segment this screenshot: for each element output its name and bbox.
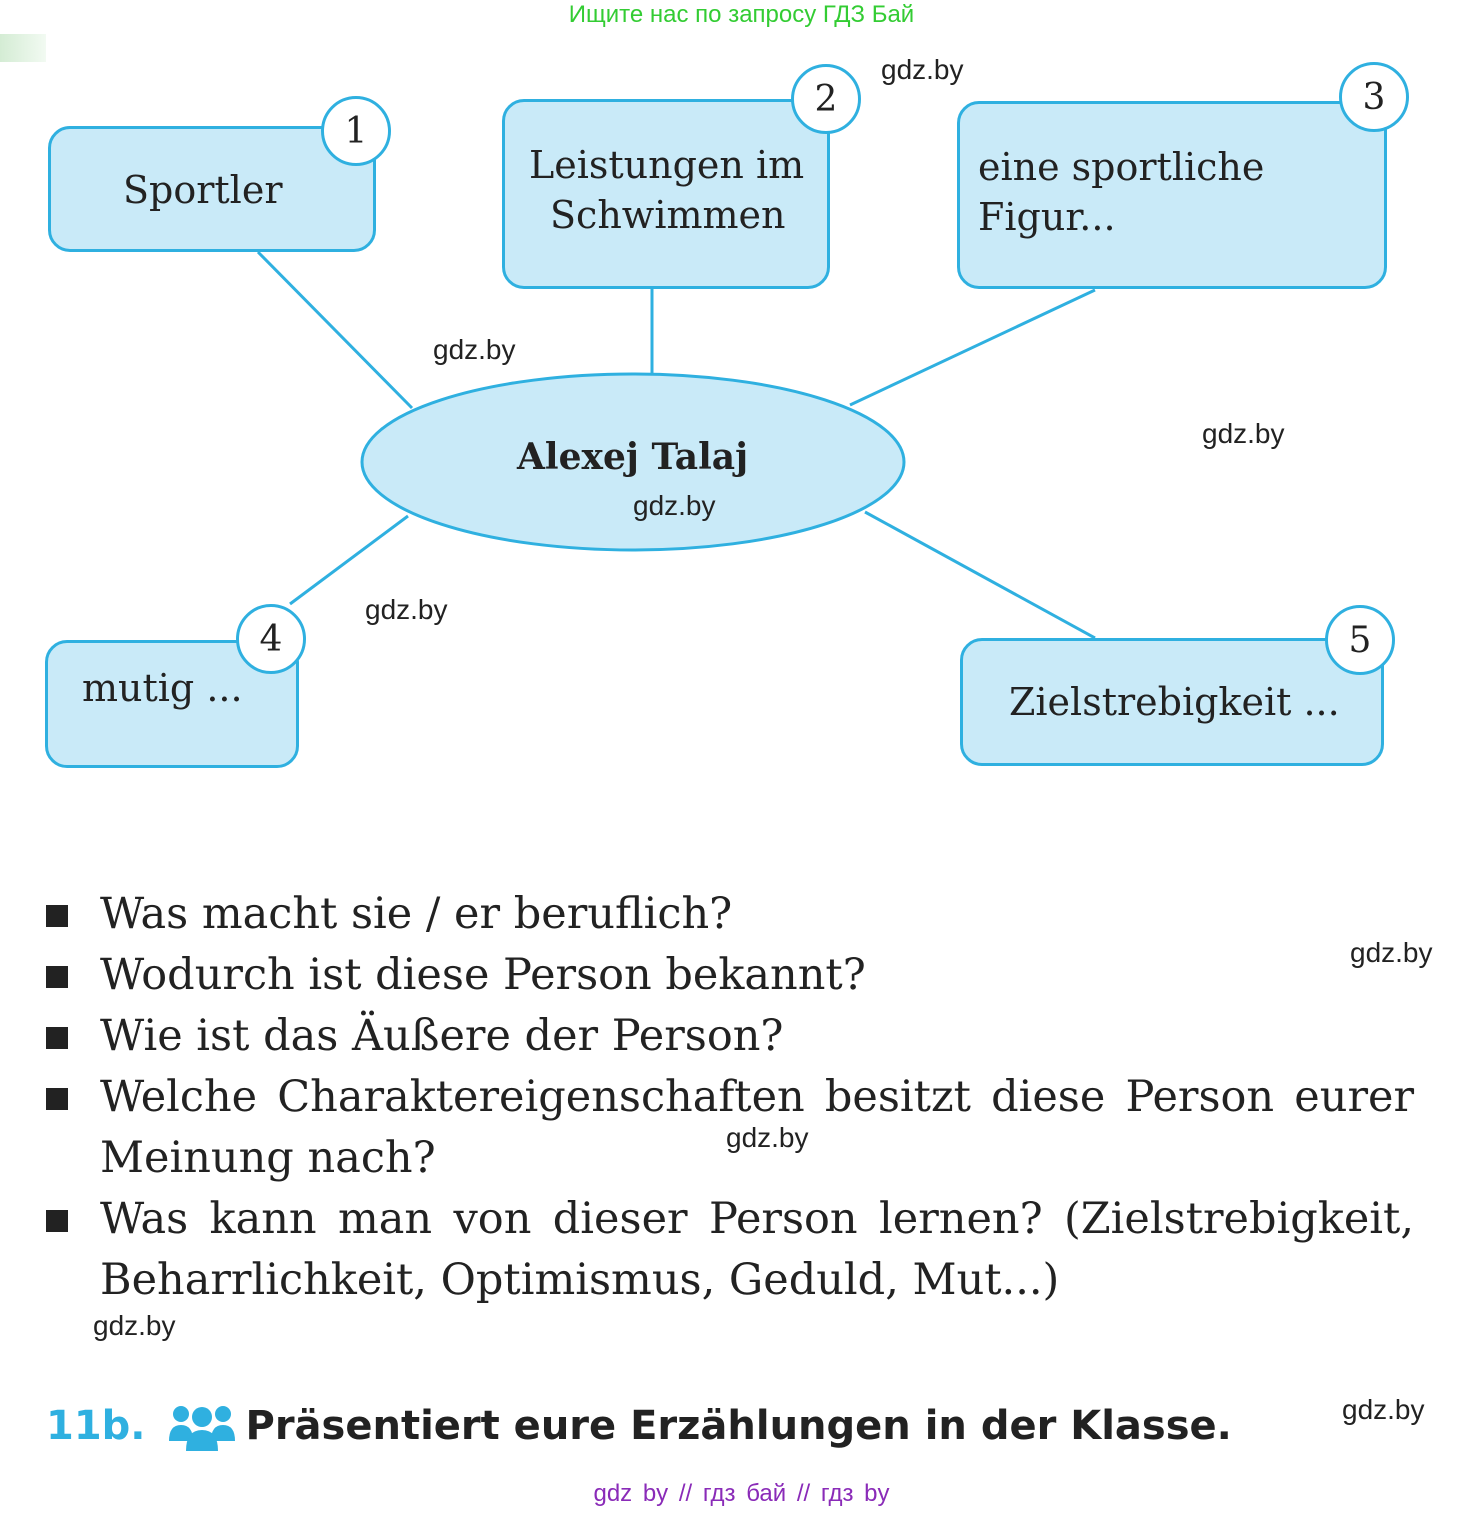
center-ellipse [360, 372, 906, 552]
node-2-box: Leistungen im Schwimmen [502, 99, 830, 289]
node-3-line-2: Figur... [978, 195, 1116, 239]
footer-links: gdz by // гдз бай // гдз by [593, 1480, 890, 1507]
corner-tab [0, 34, 46, 62]
question-text: Wodurch ist diese Person bekannt? [100, 950, 866, 1000]
question-item: Wodurch ist diese Person bekannt? [46, 945, 1414, 1006]
question-text: Welche Charaktereigenschaften besitzt di… [100, 1072, 1414, 1183]
node-4-line-1: mutig ... [82, 666, 243, 710]
watermark: gdz.by [633, 490, 716, 521]
square-bullet-icon [46, 966, 68, 988]
node-4-badge: 4 [236, 604, 306, 674]
question-text: Wie ist das Äußere der Person? [100, 1011, 784, 1061]
node-2-badge: 2 [791, 64, 861, 134]
node-1-badge: 1 [321, 96, 391, 166]
watermark: gdz.by [881, 54, 964, 85]
task-text: Präsentiert eure Erzählungen in der Klas… [245, 1403, 1232, 1449]
connector-5 [864, 510, 1096, 640]
question-item: Was kann man von dieser Person lernen? (… [46, 1189, 1414, 1311]
top-banner: Ищите нас по запросу ГДЗ Бай [568, 1, 915, 28]
watermark: gdz.by [1342, 1394, 1425, 1425]
square-bullet-icon [46, 905, 68, 927]
question-item: Was macht sie / er beruflich? [46, 884, 1414, 945]
node-3-box: eine sportliche Figur... [957, 101, 1387, 289]
watermark: gdz.by [433, 334, 516, 365]
connector-3 [849, 288, 1096, 407]
watermark: gdz.by [93, 1310, 176, 1341]
group-icon [168, 1406, 235, 1451]
task-heading: 11b. Präsentiert eure Erzählungen in der… [46, 1393, 1232, 1459]
question-item: Wie ist das Äußere der Person? [46, 1006, 1414, 1067]
center-label: Alexej Talaj [517, 436, 749, 478]
connector-1 [256, 250, 414, 410]
node-5-line-1: Zielstrebigkeit ... [1009, 680, 1340, 724]
node-3-badge: 3 [1339, 62, 1409, 132]
node-1-line-1: Sportler [123, 168, 283, 212]
connector-4 [289, 514, 409, 606]
mindmap-connectors [256, 250, 1096, 640]
question-list: Was macht sie / er beruflich? Wodurch is… [46, 884, 1414, 1311]
node-2-line-2: Schwimmen [550, 193, 786, 237]
question-text: Was macht sie / er beruflich? [100, 889, 733, 939]
watermark: gdz.by [726, 1122, 809, 1153]
node-2-line-1: Leistungen im [529, 143, 805, 187]
node-5-box: Zielstrebigkeit ... [960, 638, 1384, 766]
watermark: gdz.by [1350, 937, 1433, 968]
watermark: gdz.by [365, 594, 448, 625]
question-text: Was kann man von dieser Person lernen? (… [100, 1194, 1414, 1305]
node-3-line-1: eine sportliche [978, 145, 1265, 189]
watermark: gdz.by [1202, 418, 1285, 449]
node-1-box: Sportler [48, 126, 376, 252]
node-5-badge: 5 [1325, 605, 1395, 675]
question-item: Welche Charaktereigenschaften besitzt di… [46, 1067, 1414, 1189]
square-bullet-icon [46, 1088, 68, 1110]
square-bullet-icon [46, 1210, 68, 1232]
task-number: 11b. [46, 1403, 146, 1449]
square-bullet-icon [46, 1027, 68, 1049]
